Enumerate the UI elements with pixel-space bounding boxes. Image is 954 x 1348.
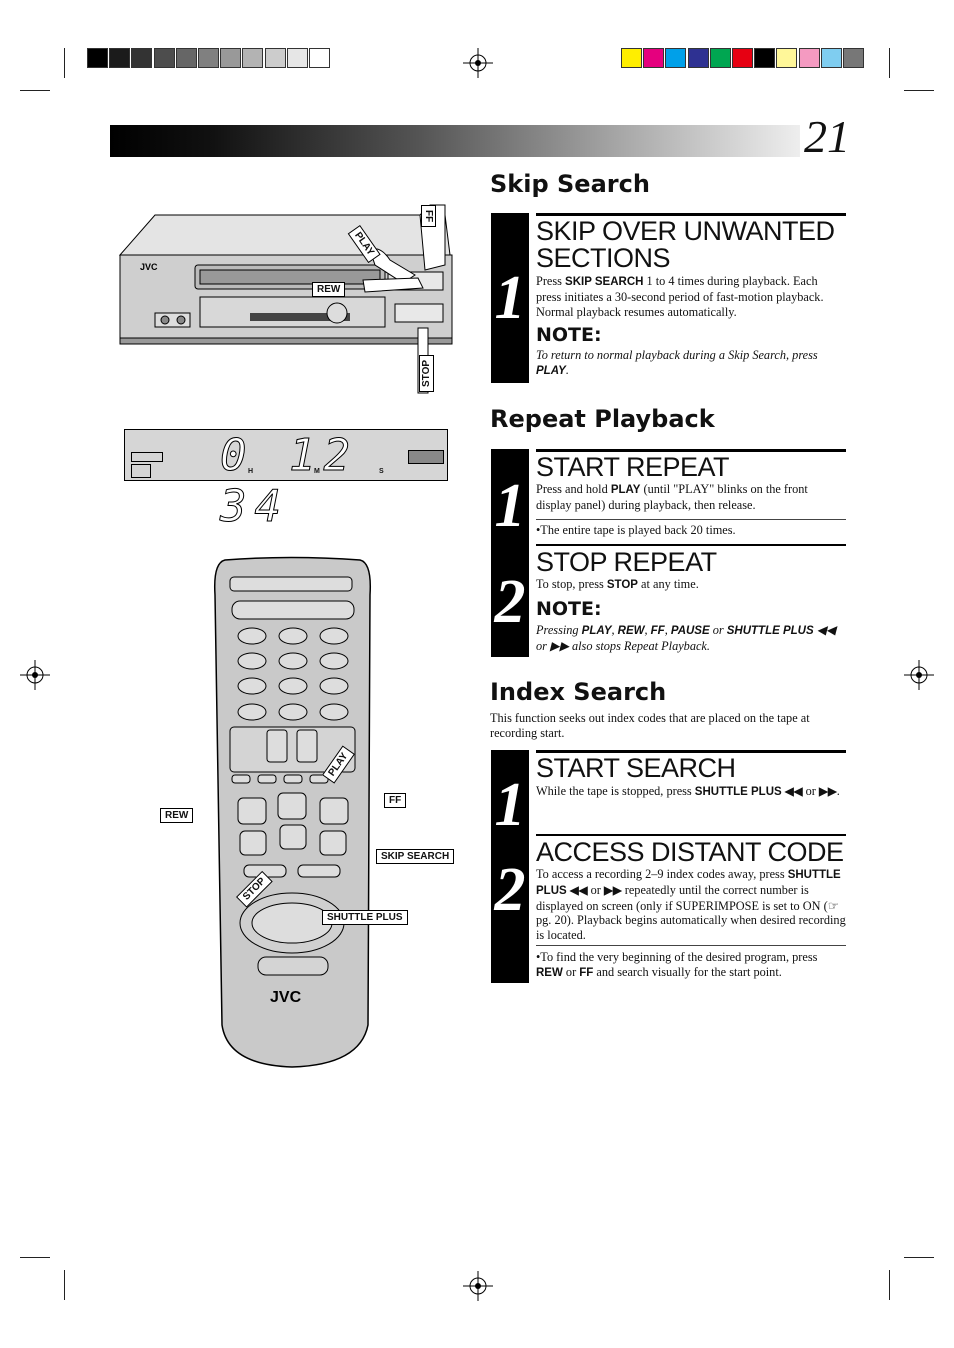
step-text: Press SKIP SEARCH 1 to 4 times during pl… <box>536 274 824 319</box>
step-number: 2 <box>494 856 526 924</box>
callout-remote-ff: FF <box>384 793 407 808</box>
callout-stop: STOP <box>419 354 434 392</box>
vcr-brand-logo: JVC <box>140 262 158 272</box>
color-swatch <box>175 48 197 68</box>
color-swatch <box>264 48 286 68</box>
note-label: NOTE: <box>536 324 602 346</box>
color-swatch <box>754 48 776 68</box>
step-number: 1 <box>494 771 526 839</box>
registration-target-icon <box>20 660 50 690</box>
step-text: Press and hold PLAY (until "PLAY" blinks… <box>536 482 808 512</box>
registration-target-icon <box>904 660 934 690</box>
display-unit-hours: H <box>248 468 254 475</box>
step-number: 1 <box>494 264 526 332</box>
step-bar <box>491 213 529 383</box>
note-text: Pressing PLAY, REW, FF, PAUSE or SHUTTLE… <box>536 623 836 653</box>
section-title-skip-search: Skip Search <box>490 170 650 198</box>
color-swatch <box>131 48 153 68</box>
color-swatch <box>820 48 842 68</box>
color-swatch <box>286 48 308 68</box>
step-title: START REPEAT <box>536 452 730 482</box>
registration-target-icon <box>463 1271 493 1301</box>
section-intro: This function seeks out index codes that… <box>490 711 810 740</box>
color-swatch <box>109 48 131 68</box>
remote-brand-logo: JVC <box>270 989 302 1006</box>
section-title-repeat-playback: Repeat Playback <box>490 405 715 433</box>
display-unit-seconds: S <box>379 468 384 475</box>
color-swatch <box>309 48 330 68</box>
step-title: START SEARCH <box>536 753 736 783</box>
step-rule <box>536 449 846 452</box>
color-swatch <box>732 48 753 68</box>
step-title: STOP REPEAT <box>536 547 717 577</box>
display-indicator <box>131 452 163 462</box>
step-bar <box>491 750 529 983</box>
color-swatch <box>709 48 731 68</box>
color-swatch <box>621 48 642 68</box>
color-swatch <box>220 48 242 68</box>
vcr-illustration: JVC <box>118 204 453 394</box>
step-rule <box>536 544 846 546</box>
step-title: SKIP OVER UNWANTED <box>536 216 835 246</box>
registration-target-icon <box>463 48 493 78</box>
step-bullet: •To find the very beginning of the desir… <box>536 950 818 979</box>
step-bullet: •The entire tape is played back 20 times… <box>536 523 736 537</box>
cassette-icon <box>131 464 151 478</box>
callout-remote-rew: REW <box>160 808 194 823</box>
color-swatch <box>242 48 264 68</box>
step-title: SECTIONS <box>536 243 671 273</box>
callout-remote-skip-search: SKIP SEARCH <box>376 849 455 864</box>
color-swatch <box>153 48 175 68</box>
note-label: NOTE: <box>536 598 602 620</box>
blinking-play-indicator <box>408 450 444 464</box>
display-unit-minutes: M <box>314 468 320 475</box>
color-swatch <box>687 48 709 68</box>
color-swatch <box>798 48 820 68</box>
step-title: ACCESS DISTANT CODE <box>536 837 844 867</box>
step-text: To access a recording 2–9 index codes aw… <box>536 867 846 943</box>
note-text: To return to normal playback during a Sk… <box>536 348 818 377</box>
callout-remote-shuttle-plus: SHUTTLE PLUS <box>322 910 408 925</box>
step-text: While the tape is stopped, press SHUTTLE… <box>536 784 840 798</box>
color-swatch <box>198 48 219 68</box>
section-title-index-search: Index Search <box>490 678 667 706</box>
step-number: 1 <box>494 472 526 540</box>
display-time: 0 12 34 <box>220 430 358 533</box>
callout-rew: REW <box>312 282 346 297</box>
front-display-panel: 0 12 34 H M S <box>124 429 448 533</box>
header-bar <box>110 125 800 157</box>
step-number: 2 <box>494 568 526 636</box>
callout-ff: FF <box>421 205 436 228</box>
color-swatch <box>776 48 798 68</box>
page-number: 21 <box>804 111 850 162</box>
remote-illustration: JVC <box>213 556 372 1068</box>
step-rule <box>536 213 846 216</box>
step-rule <box>536 750 846 753</box>
step-text: To stop, press STOP at any time. <box>536 577 699 591</box>
divider <box>536 945 846 946</box>
color-swatch <box>643 48 665 68</box>
step-rule <box>536 834 846 836</box>
color-swatch <box>843 48 864 68</box>
color-swatch <box>665 48 687 68</box>
color-swatch <box>87 48 108 68</box>
divider <box>536 519 846 520</box>
step-bar <box>491 449 529 657</box>
